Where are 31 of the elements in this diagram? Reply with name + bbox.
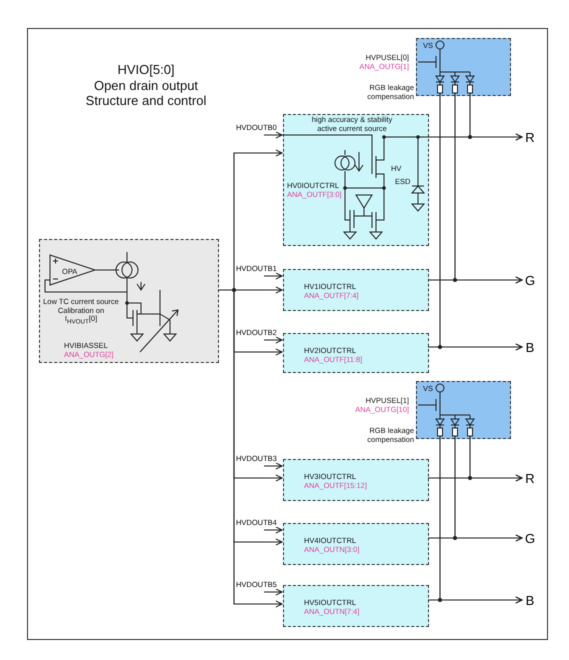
output-label: B	[523, 341, 537, 355]
block-heading: Open drain output Structure and control	[84, 79, 208, 109]
control-block	[283, 333, 429, 373]
output-label: R	[523, 472, 537, 486]
control-block	[283, 585, 429, 627]
control-block	[283, 523, 429, 565]
connector	[218, 289, 283, 608]
bias-block	[39, 239, 219, 363]
connector	[264, 336, 283, 344]
output-label: R	[523, 131, 537, 145]
connector	[454, 438, 523, 542]
connector	[264, 462, 283, 470]
block-heading: HVIO[5:0]	[116, 63, 176, 78]
control-block	[283, 114, 429, 246]
connector	[469, 95, 523, 141]
output-label: G	[523, 532, 537, 546]
connector	[454, 95, 523, 284]
connector	[264, 526, 283, 534]
diagram-frame	[27, 28, 548, 640]
output-label: B	[523, 594, 537, 608]
pull-up-block	[416, 381, 511, 439]
connector	[264, 131, 283, 139]
connector	[439, 95, 523, 351]
connector	[264, 272, 283, 280]
connector	[469, 438, 523, 482]
connector	[264, 588, 283, 596]
control-block	[283, 459, 429, 501]
pull-up-block	[416, 38, 511, 96]
connector	[439, 438, 523, 604]
output-label: G	[523, 274, 537, 288]
control-block	[283, 269, 429, 311]
